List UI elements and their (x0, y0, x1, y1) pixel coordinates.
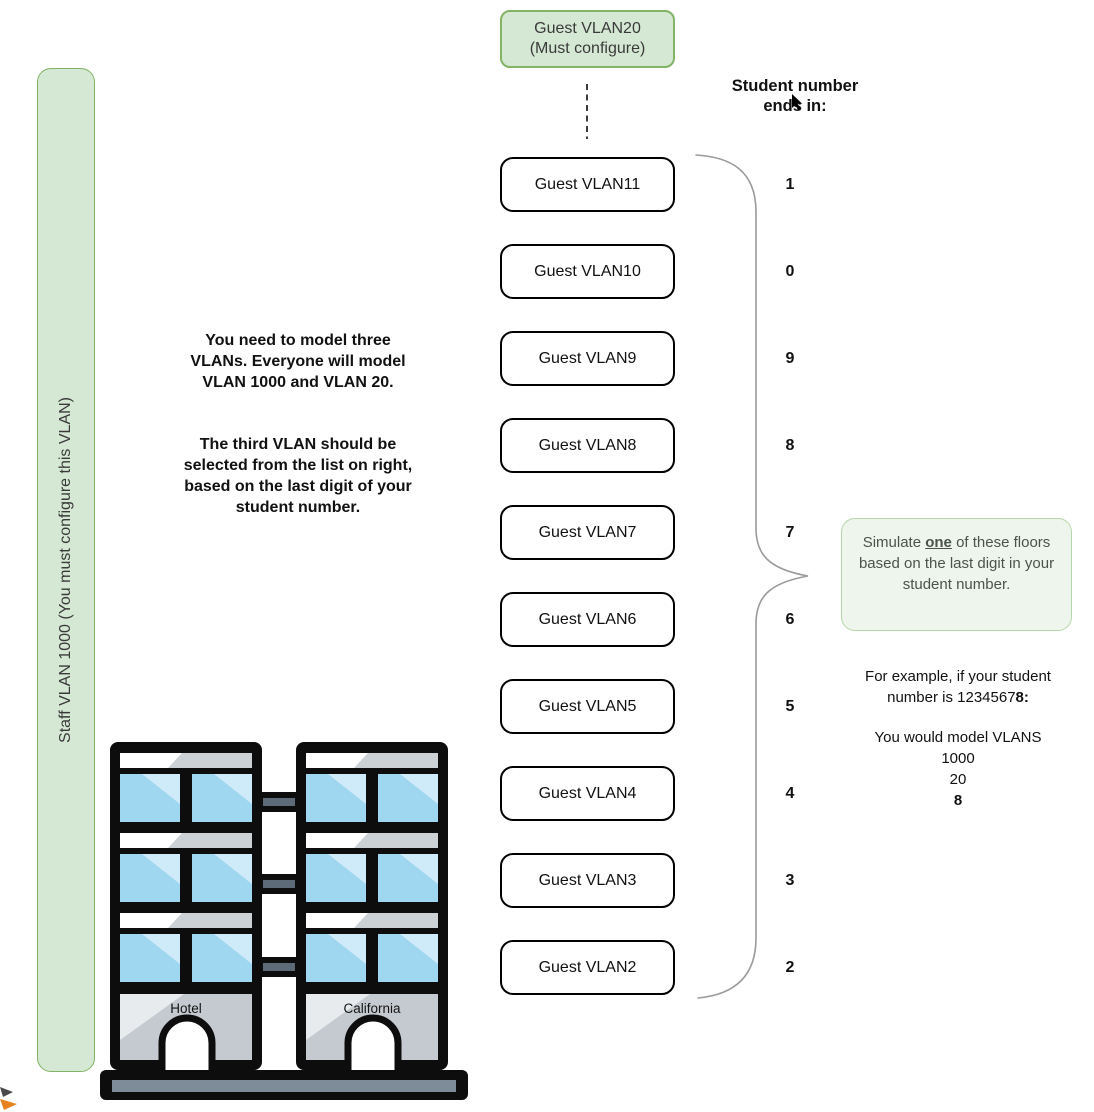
guest-vlan2-box: Guest VLAN2 (500, 940, 675, 995)
guest-vlan9-box: Guest VLAN9 (500, 331, 675, 386)
instruction-line: VLANs. Everyone will model (190, 353, 406, 370)
base-platform (100, 1070, 468, 1100)
vlan-row: Guest VLAN3 3 (500, 853, 830, 908)
column-header-line1: Student number (731, 77, 859, 95)
mouse-cursor-icon (792, 94, 803, 111)
vlan-row: Guest VLAN6 6 (500, 592, 830, 647)
digit-label: 7 (785, 524, 795, 541)
column-header-line2: ends in: (763, 97, 827, 115)
vlan-box-label: Guest VLAN6 (538, 610, 637, 628)
example-line2: number is 12345678: (828, 687, 1088, 708)
guest-vlan8-box: Guest VLAN8 (500, 418, 675, 473)
hotel-label: Hotel (170, 1001, 202, 1016)
vlan-box-label: Guest VLAN2 (538, 958, 637, 976)
staff-vlan-bar-label: Staff VLAN 1000 (You must configure this… (57, 397, 74, 743)
bridges (257, 792, 301, 977)
clipped-cursor-icon (0, 1087, 17, 1110)
guest-vlan20-box: Guest VLAN20 (Must configure) (500, 10, 675, 68)
vlan-row: Guest VLAN7 7 (500, 505, 830, 560)
floor-strips-left (120, 753, 252, 928)
tower-left: Hotel (110, 742, 262, 1072)
example-line2-pre: number is 1234567 (887, 689, 1016, 706)
vlan-box-label: Guest VLAN8 (538, 436, 637, 454)
door-right (344, 1014, 402, 1072)
instruction-paragraph-2: The third VLAN should be selected from t… (148, 434, 448, 518)
instruction-paragraph-1: You need to model three VLANs. Everyone … (148, 330, 448, 393)
staff-vlan-bar: Staff VLAN 1000 (You must configure this… (37, 68, 95, 1072)
digit-label: 4 (785, 785, 795, 802)
example-vlan-1000: 1000 (941, 750, 975, 767)
guest-vlan3-box: Guest VLAN3 (500, 853, 675, 908)
example-line3: You would model VLANS (874, 729, 1042, 746)
example-line1: For example, if your student (865, 668, 1051, 685)
door-left (158, 1014, 216, 1072)
simulate-note-emphasis: one (925, 534, 952, 551)
vlan-box-label: Guest VLAN4 (538, 784, 637, 802)
example-vlan-8: 8 (953, 792, 963, 809)
vlan-row: Guest VLAN10 0 (500, 244, 830, 299)
digit-label: 6 (785, 611, 795, 628)
guest-vlan5-box: Guest VLAN5 (500, 679, 675, 734)
guest-vlan10-box: Guest VLAN10 (500, 244, 675, 299)
digit-label: 0 (785, 263, 795, 280)
vlan-row: Guest VLAN2 2 (500, 940, 830, 995)
vlan-row: Guest VLAN5 5 (500, 679, 830, 734)
example-gap (828, 708, 1088, 727)
simulate-note-post: of these floors based on the last digit … (858, 534, 1055, 593)
digit-label: 8 (785, 437, 795, 454)
digit-label: 9 (785, 350, 795, 367)
instruction-line: based on the last digit of your (184, 478, 412, 495)
dashed-connector-line (586, 84, 588, 139)
vlan-box-label: Guest VLAN7 (538, 523, 637, 541)
instruction-line: VLAN 1000 and VLAN 20. (202, 374, 394, 391)
tower-right: California (296, 742, 448, 1072)
instruction-line: You need to model three (205, 332, 391, 349)
windows-right (306, 774, 438, 982)
vlan-box-label: Guest VLAN3 (538, 871, 637, 889)
vlan-row: Guest VLAN11 1 (500, 157, 830, 212)
example-vlan-20: 20 (949, 771, 967, 788)
california-label: California (343, 1001, 401, 1016)
vlan-box-label: Guest VLAN9 (538, 349, 637, 367)
vlan-box-label: Guest VLAN11 (534, 175, 641, 193)
vlan-row: Guest VLAN8 8 (500, 418, 830, 473)
instruction-line: selected from the list on right, (183, 457, 413, 474)
simulate-note-pre: Simulate (862, 534, 926, 551)
vlan-box-label: Guest VLAN10 (534, 262, 641, 280)
simulate-note-box: Simulate one of these floors based on th… (841, 518, 1072, 631)
example-text-block: For example, if your student number is 1… (828, 666, 1088, 811)
guest-vlan4-box: Guest VLAN4 (500, 766, 675, 821)
vlan-row: Guest VLAN9 9 (500, 331, 830, 386)
digit-label: 5 (785, 698, 795, 715)
building-illustration: Hotel (100, 742, 468, 1100)
digit-label: 3 (785, 872, 795, 889)
guest-vlan7-box: Guest VLAN7 (500, 505, 675, 560)
floor-strips-right (306, 753, 438, 928)
guest-vlan6-box: Guest VLAN6 (500, 592, 675, 647)
instruction-line: The third VLAN should be (199, 436, 397, 453)
vlan-box-label: Guest VLAN5 (538, 697, 637, 715)
column-header: Student number ends in: (705, 76, 885, 116)
guest-vlan20-line2: (Must configure) (529, 40, 646, 57)
vlan-row: Guest VLAN4 4 (500, 766, 830, 821)
guest-vlan11-box: Guest VLAN11 (500, 157, 675, 212)
example-line2-bold: 8: (1015, 689, 1029, 706)
digit-label: 2 (785, 959, 795, 976)
windows-left (120, 774, 252, 982)
digit-label: 1 (785, 176, 795, 193)
instruction-line: student number. (235, 499, 361, 516)
guest-vlan20-line1: Guest VLAN20 (534, 20, 641, 37)
curly-brace (695, 154, 809, 999)
